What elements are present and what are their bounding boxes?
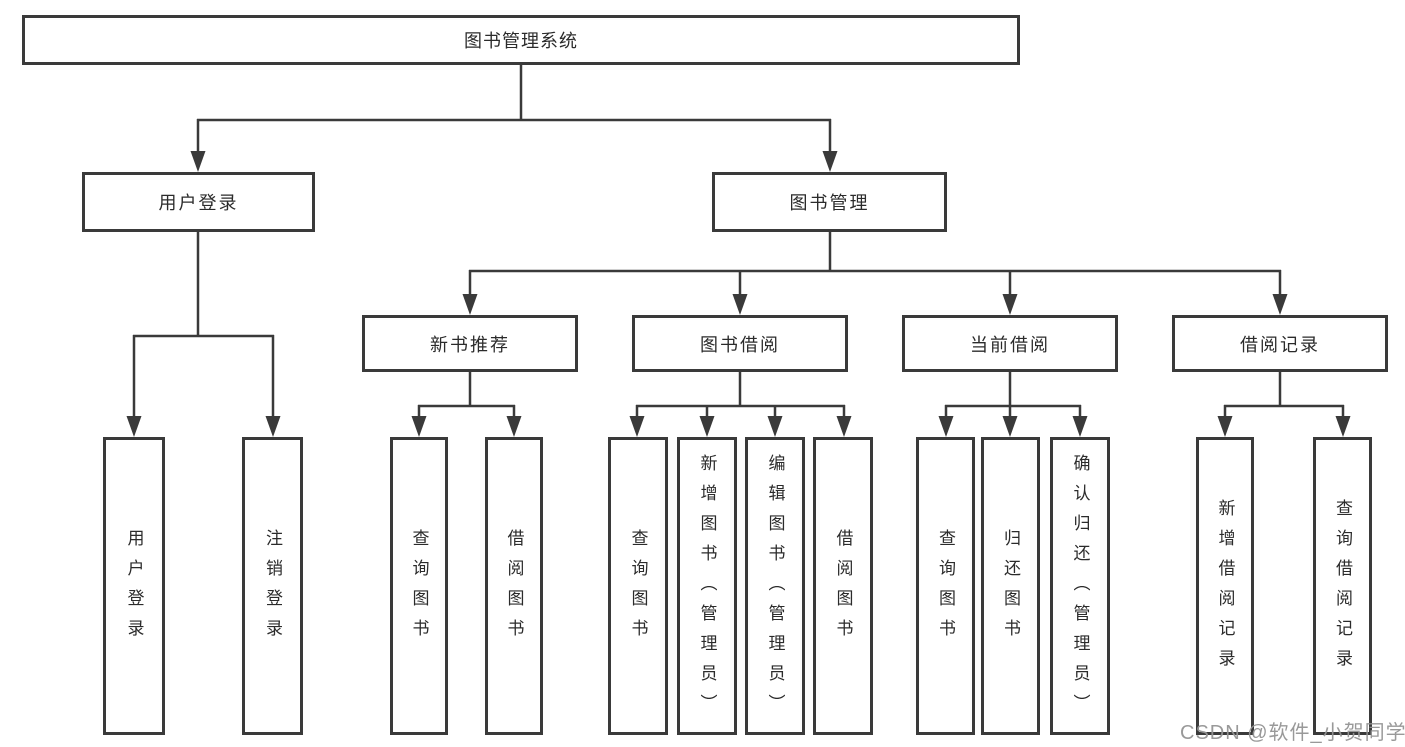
leaf-bb-add-books-admin: 新增图书（管理员） xyxy=(677,437,737,735)
leaf-bb-add-books-admin-label: 新增图书（管理员） xyxy=(697,454,717,724)
node-book-borrow-label: 图书借阅 xyxy=(700,334,780,355)
leaf-cb-confirm-return-admin: 确认归还（管理员） xyxy=(1050,437,1110,735)
node-new-book-recommend-label: 新书推荐 xyxy=(430,334,510,355)
leaf-logout: 注销登录 xyxy=(242,437,303,735)
csdn-watermark: CSDN @软件_小贺同学 xyxy=(1180,722,1405,744)
leaf-bb-edit-books-admin: 编辑图书（管理员） xyxy=(745,437,805,735)
leaf-cb-confirm-return-admin-label: 确认归还（管理员） xyxy=(1070,454,1090,724)
node-user-login-label: 用户登录 xyxy=(158,193,239,213)
node-borrow-record: 借阅记录 xyxy=(1172,315,1388,372)
leaf-nb-borrow-books: 借阅图书 xyxy=(485,437,543,735)
node-user-login: 用户登录 xyxy=(82,172,315,232)
leaf-cb-query-books-label: 查询图书 xyxy=(936,529,955,649)
leaf-nb-query-books: 查询图书 xyxy=(390,437,448,735)
node-root-system: 图书管理系统 xyxy=(22,15,1020,65)
leaf-user-login: 用户登录 xyxy=(103,437,165,735)
leaf-nb-query-books-label: 查询图书 xyxy=(409,529,429,649)
node-borrow-record-label: 借阅记录 xyxy=(1240,334,1320,355)
node-current-borrow: 当前借阅 xyxy=(902,315,1118,372)
leaf-bb-query-books: 查询图书 xyxy=(608,437,668,735)
leaf-br-query-record: 查询借阅记录 xyxy=(1313,437,1372,735)
leaf-bb-edit-books-admin-label: 编辑图书（管理员） xyxy=(765,454,785,724)
node-book-borrow: 图书借阅 xyxy=(632,315,848,372)
node-current-borrow-label: 当前借阅 xyxy=(970,334,1050,355)
leaf-user-login-label: 用户登录 xyxy=(124,529,144,649)
leaf-cb-return-books-label: 归还图书 xyxy=(1001,529,1020,649)
leaf-br-add-record: 新增借阅记录 xyxy=(1196,437,1254,735)
leaf-cb-return-books: 归还图书 xyxy=(981,437,1040,735)
node-book-management: 图书管理 xyxy=(712,172,947,232)
leaf-bb-query-books-label: 查询图书 xyxy=(628,529,648,649)
node-new-book-recommend: 新书推荐 xyxy=(362,315,578,372)
leaf-nb-borrow-books-label: 借阅图书 xyxy=(504,529,524,649)
leaf-bb-borrow-books: 借阅图书 xyxy=(813,437,873,735)
leaf-bb-borrow-books-label: 借阅图书 xyxy=(833,529,853,649)
node-root-label: 图书管理系统 xyxy=(464,31,578,51)
leaf-cb-query-books: 查询图书 xyxy=(916,437,975,735)
leaf-br-query-record-label: 查询借阅记录 xyxy=(1333,499,1352,679)
leaf-logout-label: 注销登录 xyxy=(263,529,282,649)
node-book-management-label: 图书管理 xyxy=(789,193,870,213)
leaf-br-add-record-label: 新增借阅记录 xyxy=(1215,499,1235,679)
